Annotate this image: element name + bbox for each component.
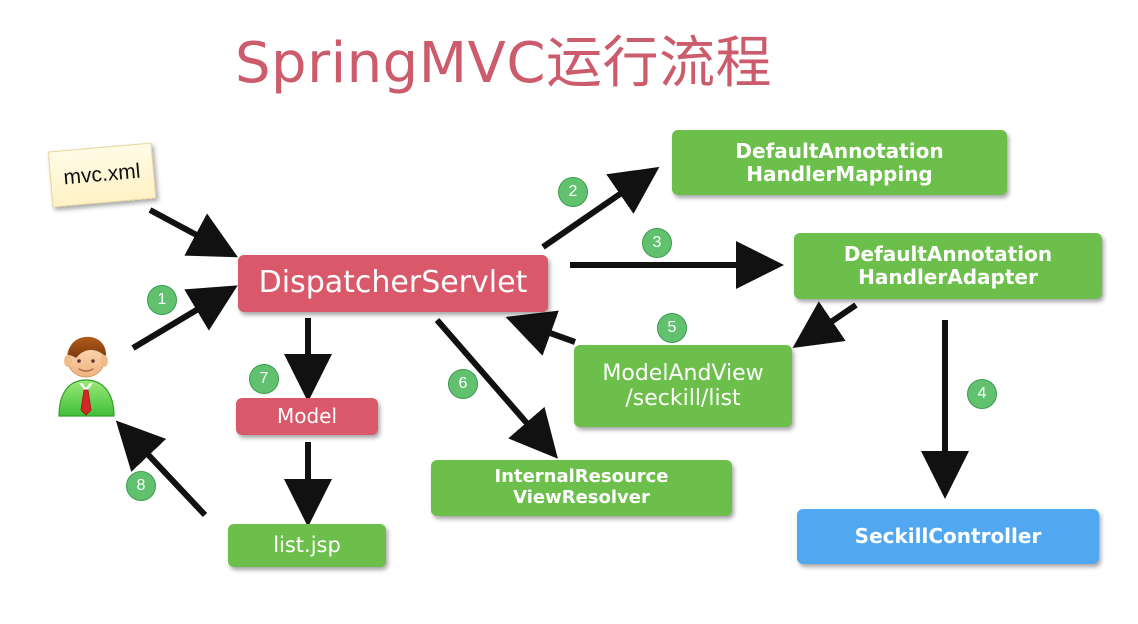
- handler-adapter-line2: HandlerAdapter: [858, 265, 1038, 289]
- model-and-view-line2: /seckill/list: [625, 386, 741, 411]
- arrow-user-to-dispatcher: [131, 285, 238, 351]
- model-and-view-box: ModelAndView /seckill/list: [574, 345, 792, 427]
- handler-adapter-box: DefaultAnnotation HandlerAdapter: [794, 233, 1102, 299]
- list-jsp-label: list.jsp: [273, 533, 341, 558]
- step-badge-2: 2: [558, 177, 588, 207]
- handler-mapping-line1: DefaultAnnotation: [735, 138, 944, 163]
- dispatcher-servlet-box: DispatcherServlet: [238, 255, 548, 312]
- handler-mapping-line2: HandlerMapping: [746, 161, 933, 186]
- arrow-listjsp-to-user: [115, 420, 208, 518]
- list-jsp-box: list.jsp: [228, 524, 386, 567]
- step-badge-6: 6: [448, 369, 478, 399]
- step-badge-5: 5: [657, 313, 687, 343]
- arrow-adapter-to-modelandview: [792, 301, 858, 349]
- handler-adapter-line1: DefaultAnnotation: [843, 242, 1053, 266]
- arrow-mvcxml-to-dispatcher: [148, 207, 238, 258]
- view-resolver-line2: ViewResolver: [513, 487, 650, 508]
- step-badge-8: 8: [126, 471, 156, 501]
- seckill-controller-label: SeckillController: [854, 524, 1042, 548]
- arrow-modelandview-to-dispatcher: [505, 310, 577, 356]
- view-resolver-line1: InternalResource: [494, 466, 669, 488]
- handler-mapping-box: DefaultAnnotation HandlerMapping: [672, 130, 1007, 195]
- view-resolver-box: InternalResource ViewResolver: [431, 460, 732, 516]
- arrow-dispatcher-to-viewresolver: [434, 318, 558, 459]
- arrow-dispatcher-to-handler-mapping: [541, 166, 660, 250]
- step-badge-7: 7: [249, 364, 279, 394]
- step-badge-4: 4: [967, 379, 997, 409]
- diagram-title: SpringMVC运行流程: [235, 31, 772, 96]
- model-label: Model: [276, 404, 338, 428]
- user-icon: [58, 336, 115, 417]
- model-box: Model: [236, 398, 378, 435]
- dispatcher-servlet-label: DispatcherServlet: [258, 265, 528, 301]
- model-and-view-line1: ModelAndView: [602, 360, 764, 386]
- seckill-controller-box: SeckillController: [797, 509, 1099, 564]
- step-badge-1: 1: [147, 285, 177, 315]
- step-badge-3: 3: [642, 228, 672, 258]
